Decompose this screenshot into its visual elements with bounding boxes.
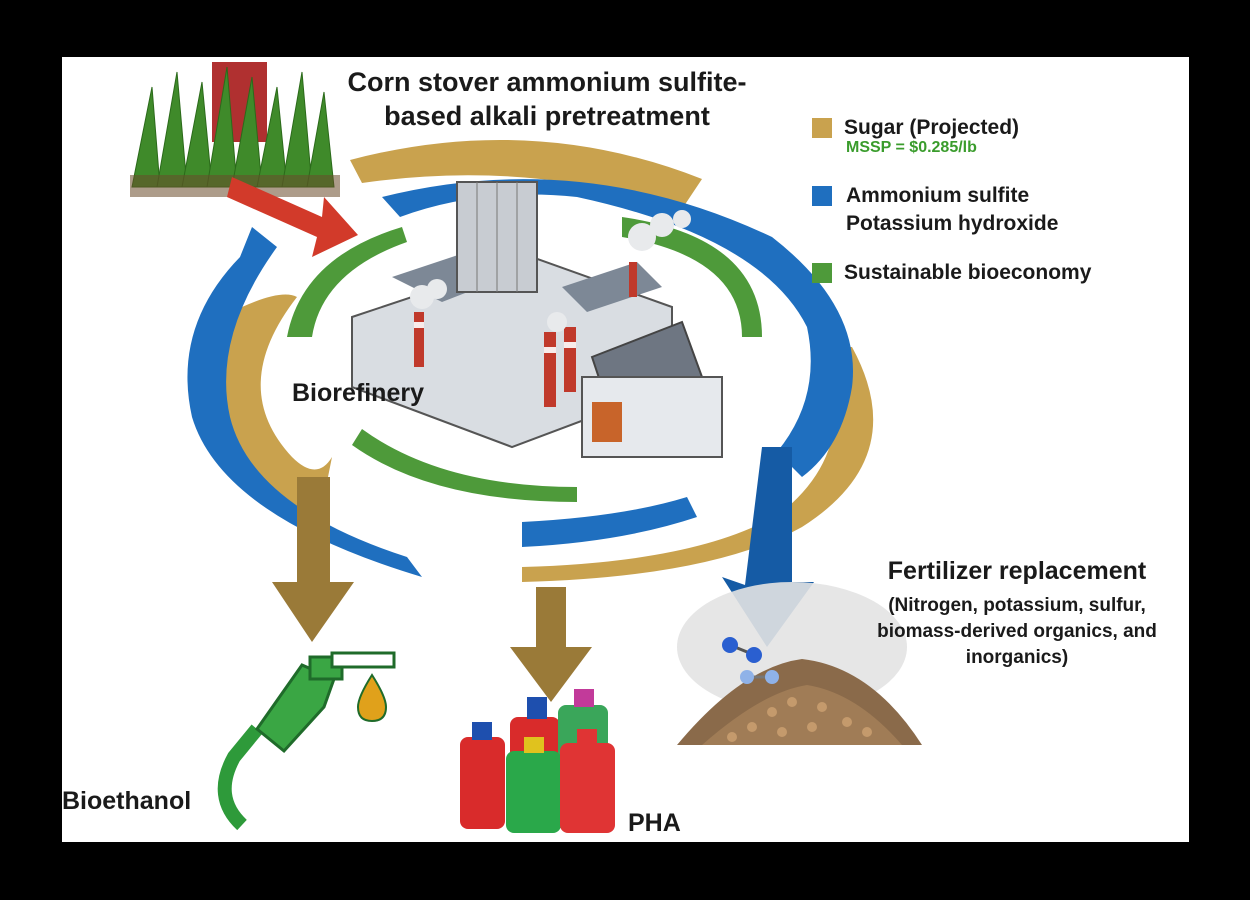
- legend-item-ammonium: Ammonium sulfite Potassium hydroxide: [812, 182, 1058, 238]
- fuel-nozzle-icon: [217, 651, 396, 831]
- blue-arc-left: [187, 227, 422, 577]
- pha-label: PHA: [628, 809, 681, 837]
- legend-item-bioeconomy: Sustainable bioeconomy: [812, 259, 1091, 287]
- blue-arc-bottom: [522, 497, 697, 547]
- blue-arc-top-right: [382, 179, 853, 477]
- title-line-2: based alkali pretreatment: [384, 101, 710, 131]
- legend-swatch-sugar: [812, 118, 832, 138]
- legend-label-ammonium: Ammonium sulfite Potassium hydroxide: [846, 182, 1058, 238]
- fertilizer-line-3: inorganics): [965, 647, 1069, 668]
- corn-plants-icon: [130, 62, 340, 197]
- oil-drop-icon: [356, 673, 388, 723]
- fertilizer-line-1: (Nitrogen, potassium, sulfur,: [888, 595, 1146, 616]
- legend-label-bioeconomy: Sustainable bioeconomy: [844, 261, 1092, 284]
- bioethanol-label: Bioethanol: [62, 787, 192, 815]
- molecule-icon: [722, 637, 779, 684]
- green-arc-left: [287, 227, 407, 337]
- biorefinery-label: Biorefinery: [292, 379, 424, 407]
- fertilizer-title: Fertilizer replacement: [887, 557, 1147, 585]
- title-line-1: Corn stover ammonium sulfite-: [347, 67, 747, 97]
- legend-label-sugar: Sugar (Projected): [844, 116, 1020, 139]
- fertilizer-line-2: biomass-derived organics, and: [877, 621, 1157, 642]
- legend-item-sugar: Sugar (Projected): [812, 114, 1019, 142]
- legend-swatch-ammonium: [812, 186, 832, 206]
- fertilizer-details: (Nitrogen, potassium, sulfur, biomass-de…: [832, 593, 1189, 671]
- plastic-bottles-icon: [460, 689, 615, 833]
- factory-icon: [351, 181, 723, 458]
- feed-arrow-icon: [227, 177, 358, 257]
- legend-label-ammonium-line-1: Ammonium sulfite: [846, 184, 1030, 207]
- diagram-panel: Corn stover ammonium sulfite- based alka…: [62, 57, 1189, 842]
- diagram-artwork: [130, 62, 922, 833]
- fertilizer-pile-icon: [677, 582, 922, 745]
- legend-label-ammonium-line-2: Potassium hydroxide: [846, 212, 1059, 235]
- mssp-value: MSSP = $0.285/lb: [846, 139, 977, 156]
- sugar-arc-top: [350, 139, 702, 209]
- legend-swatch-bioeconomy: [812, 263, 832, 283]
- green-arc-bottom: [352, 429, 577, 502]
- diagram-title: Corn stover ammonium sulfite- based alka…: [312, 65, 782, 133]
